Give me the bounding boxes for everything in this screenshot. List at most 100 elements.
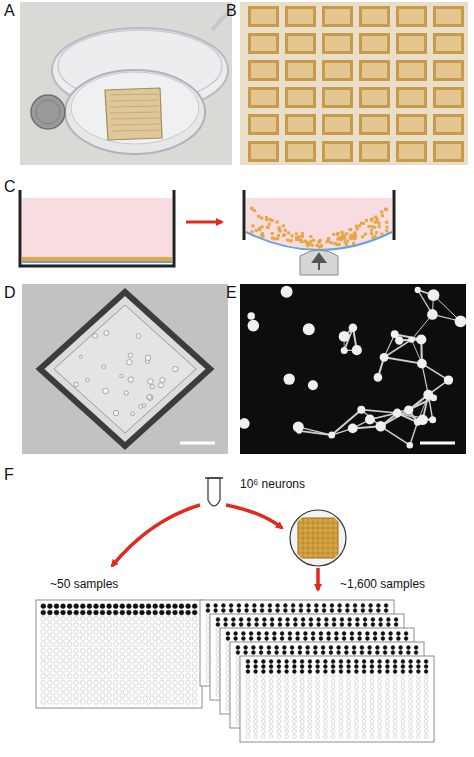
cell-particle: [319, 245, 322, 248]
microwell: [248, 33, 279, 54]
plate-well: [74, 680, 79, 685]
plate-well: [80, 610, 85, 615]
cell-particle: [354, 231, 357, 234]
plate-well: [120, 604, 125, 609]
plate-well: [41, 623, 46, 628]
cell-particle: [361, 235, 364, 238]
plate-well: [414, 651, 418, 655]
microwell: [399, 144, 424, 159]
plate-well: [54, 693, 59, 698]
cell-particle: [326, 240, 329, 243]
cell-particle: [358, 224, 361, 227]
plate-well: [47, 623, 52, 628]
plate-well: [67, 610, 72, 615]
plate-well: [360, 651, 364, 655]
plate-well: [325, 618, 329, 622]
plate-well: [253, 609, 257, 613]
plate-well: [226, 632, 230, 636]
plate-well: [87, 699, 92, 704]
plate-well: [377, 604, 381, 608]
microwell: [322, 87, 353, 108]
plate-well: [186, 699, 191, 704]
plate-well: [67, 636, 72, 641]
plate-well: [173, 655, 178, 660]
grid-line: [298, 553, 338, 554]
cell-particle: [371, 225, 374, 228]
plate-well: [146, 693, 151, 698]
cell: [74, 382, 78, 386]
plate-well: [288, 637, 292, 641]
plate-well: [260, 609, 264, 613]
plate-well: [291, 609, 295, 613]
plate-well: [120, 642, 125, 647]
plate-well: [140, 616, 145, 621]
plate-well: [126, 616, 131, 621]
microwell: [285, 141, 316, 162]
plate-well: [226, 652, 230, 656]
plate-well: [173, 699, 178, 704]
plate-well: [381, 637, 385, 641]
microwell: [436, 90, 461, 105]
plate-well: [87, 687, 92, 692]
plate-well: [153, 699, 158, 704]
cell-particle: [349, 228, 352, 231]
plate-well: [304, 637, 308, 641]
plate-well: [322, 609, 326, 613]
plate-well: [140, 642, 145, 647]
plate-well: [345, 646, 349, 650]
plate-well: [54, 636, 59, 641]
plate-well: [267, 651, 271, 655]
grid-line: [298, 538, 338, 539]
plate-well: [321, 646, 325, 650]
plate-well: [325, 623, 329, 627]
plate-well: [146, 636, 151, 641]
soma: [357, 406, 365, 414]
plate-well: [186, 661, 191, 666]
microwell: [359, 141, 390, 162]
plate-well: [206, 664, 210, 668]
plate-well: [153, 616, 158, 621]
plate-well: [41, 655, 46, 660]
plate-well: [346, 604, 350, 608]
microwell: [288, 117, 313, 132]
plate-well: [113, 674, 118, 679]
plate-well: [265, 632, 269, 636]
plate-well: [192, 623, 197, 628]
plate-well: [206, 644, 210, 648]
plate-well: [253, 604, 257, 608]
plate-well: [159, 699, 164, 704]
plate-well: [120, 680, 125, 685]
plate-well: [113, 610, 118, 615]
plate-well: [133, 661, 138, 666]
microwell: [433, 141, 464, 162]
microwell: [285, 60, 316, 81]
microwell: [288, 144, 313, 159]
plate-well: [153, 610, 158, 615]
cell-particle: [336, 238, 339, 241]
plate-well: [290, 646, 294, 650]
cell-particle: [378, 222, 381, 225]
photo-dish: [20, 2, 232, 165]
plate-well: [126, 604, 131, 609]
cell-particle: [318, 240, 321, 243]
plate-well: [247, 618, 251, 622]
plate-well: [186, 604, 191, 609]
grid-line: [298, 548, 338, 549]
cell: [86, 378, 90, 382]
microwell: [362, 36, 387, 51]
cell: [148, 379, 153, 384]
plate-well: [159, 687, 164, 692]
plate-well: [67, 648, 72, 653]
plate-well: [307, 604, 311, 608]
plate-well: [226, 637, 230, 641]
plate-well: [337, 651, 341, 655]
plate-well: [54, 610, 59, 615]
cell-particle: [341, 235, 344, 238]
plate-well: [74, 610, 79, 615]
grid-line: [328, 518, 329, 558]
microwell: [396, 33, 427, 54]
plate-well: [41, 687, 46, 692]
plate-well: [47, 636, 52, 641]
plate-well: [206, 629, 210, 633]
plate-well: [186, 610, 191, 615]
